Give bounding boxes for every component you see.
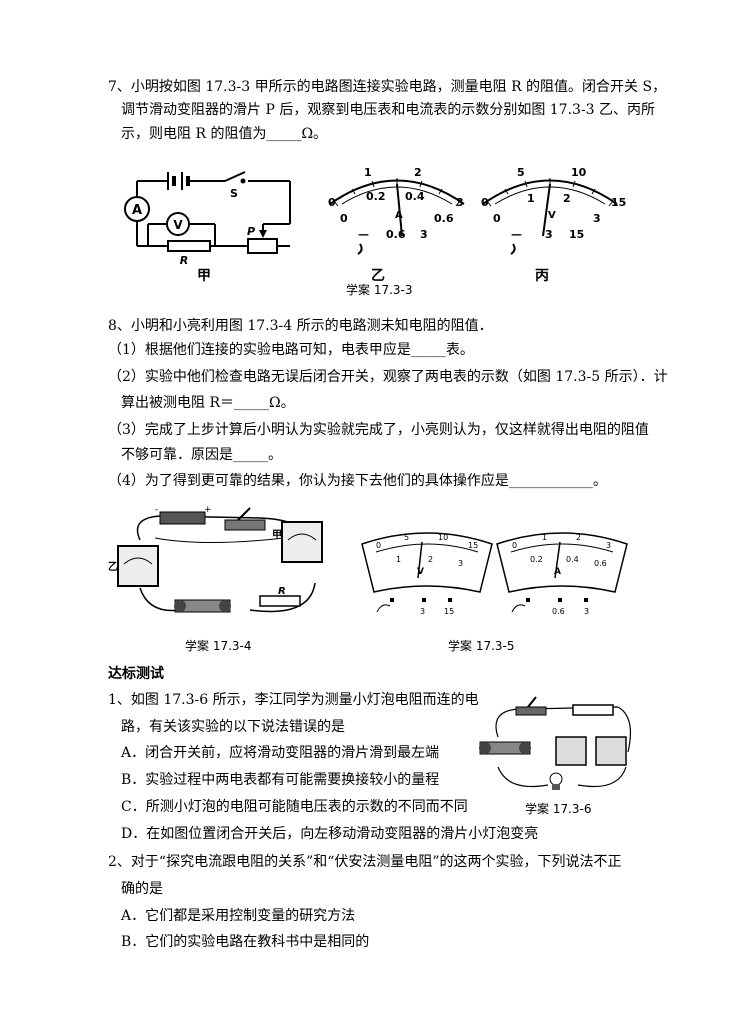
section-title: 达标测试 xyxy=(108,666,164,682)
meter-right-inner-0-6: 0.6 xyxy=(594,559,607,568)
ammeter-terminal-3: 3 xyxy=(420,228,428,241)
physical-circuit-figure: + - 乙 甲 R xyxy=(108,505,323,613)
meter-left-scale-15: 15 xyxy=(468,541,478,550)
q7-line-2: 调节滑动变阻器的滑片 P 后，观察到电压表和电流表的示数分别如图 17.3-3 … xyxy=(121,102,656,118)
voltmeter-outer-10: 10 xyxy=(571,166,587,179)
figure-caption-17-3-6: 学案 17.3-6 xyxy=(525,802,592,816)
meter-left-terminal-15: 15 xyxy=(444,607,454,616)
meter-right-scale-3: 3 xyxy=(606,541,611,550)
q7-line-3: 示，则电阻 R 的阻值为_____Ω。 xyxy=(121,126,328,142)
voltmeter-outer-0: 0 xyxy=(481,196,489,209)
q8-line-7: （4）为了得到更可靠的结果，你认为接下去他们的具体操作应是___________… xyxy=(108,473,607,489)
t1-option-d: D．在如图位置闭合开关后，向左移动滑动变阻器的滑片小灯泡变亮 xyxy=(121,826,539,842)
meter-left-inner-1: 1 xyxy=(396,555,401,564)
meter-right-scale-0: 0 xyxy=(512,541,517,550)
meter-left-inner-2: 2 xyxy=(428,555,433,564)
switch-label: S xyxy=(230,187,238,200)
ammeter-outer-2: 2 xyxy=(414,166,422,179)
battery-minus-label: - xyxy=(155,505,158,515)
q8-line-2: （1）根据他们连接的实验电路可知，电表甲应是_____表。 xyxy=(108,342,474,358)
meter-left-scale-5: 5 xyxy=(404,533,409,542)
meter-right-terminal-0-6: 0.6 xyxy=(552,607,565,616)
bulb-circuit-figure xyxy=(479,696,631,790)
figure-caption-17-3-5: 学案 17.3-5 xyxy=(448,639,515,653)
t2-option-b: B．它们的实验电路在教科书中是相同的 xyxy=(121,934,370,950)
voltmeter-inner-1: 1 xyxy=(527,192,535,205)
meter-right-scale-1: 1 xyxy=(542,533,547,542)
ammeter-inner-0-4: 0.4 xyxy=(405,190,425,203)
meter-left-scale-10: 10 xyxy=(438,533,448,542)
figure-label-jia: 甲 xyxy=(197,268,211,284)
meter-right-inner-0-2: 0.2 xyxy=(530,555,543,564)
meter-right-terminal-3: 3 xyxy=(584,607,589,616)
q8-line-4: 算出被测电阻 R＝_____Ω。 xyxy=(121,395,295,411)
t1-line-1: 1、如图 17.3-6 所示，李江同学为测量小灯泡电阻而连的电 xyxy=(108,692,479,708)
meter-left-unit: V xyxy=(417,567,424,577)
ammeter-outer-3: 3 xyxy=(456,196,464,209)
voltmeter-symbol-label: V xyxy=(173,218,183,232)
q8-line-5: （3）完成了上步计算后小明认为实验就完成了，小亮则认为，仅这样就得出电阻的阻值 xyxy=(108,422,649,438)
resistor-label: R xyxy=(180,254,188,267)
circuit-diagram-jia: A V S R P xyxy=(124,171,291,267)
t1-option-a: A．闭合开关前，应将滑动变阻器的滑片滑到最左端 xyxy=(121,745,440,761)
meter-left-inner-3: 3 xyxy=(458,559,463,568)
t2-option-a: A．它们都是采用控制变量的研究方法 xyxy=(121,908,356,924)
meter-right-inner-0-4: 0.4 xyxy=(566,555,579,564)
q8-line-1: 8、小明和小亮利用图 17.3-4 所示的电路测未知电阻的阻值． xyxy=(108,318,493,334)
meter-right-unit: A xyxy=(554,567,561,577)
t2-line-2: 确的是 xyxy=(121,881,163,897)
meter-jia-label: 甲 xyxy=(272,529,282,541)
meter-left-scale-0: 0 xyxy=(376,541,381,550)
voltmeter-inner-3: 3 xyxy=(593,212,601,225)
voltmeter-needle xyxy=(542,183,551,237)
resistor-photo-label: R xyxy=(278,586,286,597)
q8-line-6: 不够可靠．原因是_____。 xyxy=(121,447,282,463)
meter-right-scale-2: 2 xyxy=(576,533,581,542)
ammeter-inner-0-6: 0.6 xyxy=(434,212,454,225)
ammeter-unit: A xyxy=(395,210,403,221)
meter-yi-label: 乙 xyxy=(108,561,118,573)
voltmeter-inner-2: 2 xyxy=(563,192,571,205)
voltmeter-dial-bing: 0 5 10 15 0 1 2 3 V — 3 15 xyxy=(481,166,626,255)
t1-option-b: B．实验过程中两电表都有可能需要换接较小的量程 xyxy=(121,772,440,788)
battery-plus-label: + xyxy=(204,505,212,515)
ammeter-dial-yi: 0 1 2 3 0 0.2 0.4 0.6 A — 0.6 3 xyxy=(328,166,465,255)
meter-left-terminal-3: 3 xyxy=(420,607,425,616)
meter-pair-figure: 0 5 10 15 1 2 3 V 3 15 0 1 2 3 0.2 0.4 0… xyxy=(361,532,628,616)
t1-option-c: C．所测小灯泡的电阻可能随电压表的示数的不同而不同 xyxy=(121,799,468,815)
voltmeter-outer-15: 15 xyxy=(611,196,626,209)
ammeter-inner-0-2: 0.2 xyxy=(366,190,386,203)
voltmeter-minus: — xyxy=(511,228,522,241)
ammeter-outer-1: 1 xyxy=(364,166,372,179)
q8-line-3: （2）实验中他们检查电路无误后闭合开关，观察了两电表的示数（如图 17.3-5 … xyxy=(108,369,668,385)
ammeter-inner-0: 0 xyxy=(340,212,348,225)
voltmeter-terminal-3: 3 xyxy=(545,228,553,241)
ammeter-terminal-0-6: 0.6 xyxy=(386,228,406,241)
voltmeter-inner-0: 0 xyxy=(493,212,501,225)
figure-caption-17-3-4: 学案 17.3-4 xyxy=(185,639,252,653)
figure-caption-17-3-3: 学案 17.3-3 xyxy=(346,283,413,297)
figure-label-bing: 丙 xyxy=(535,268,549,284)
q7-line-1: 7、小明按如图 17.3-3 甲所示的电路图连接实验电路，测量电阻 R 的阻值。… xyxy=(108,79,667,95)
voltmeter-outer-5: 5 xyxy=(517,166,525,179)
slider-label: P xyxy=(247,225,255,238)
ammeter-minus: — xyxy=(358,228,369,241)
ammeter-outer-0: 0 xyxy=(328,196,336,209)
voltmeter-terminal-15: 15 xyxy=(569,228,584,241)
t1-line-2: 路，有关该实验的以下说法错误的是 xyxy=(121,719,345,735)
ammeter-needle xyxy=(396,183,403,237)
ammeter-symbol-label: A xyxy=(132,203,142,218)
voltmeter-unit: V xyxy=(548,210,556,221)
figure-label-yi: 乙 xyxy=(371,268,385,284)
t2-line-1: 2、对于“探究电流跟电阻的关系”和“伏安法测量电阻”的这两个实验，下列说法不正 xyxy=(108,854,622,870)
